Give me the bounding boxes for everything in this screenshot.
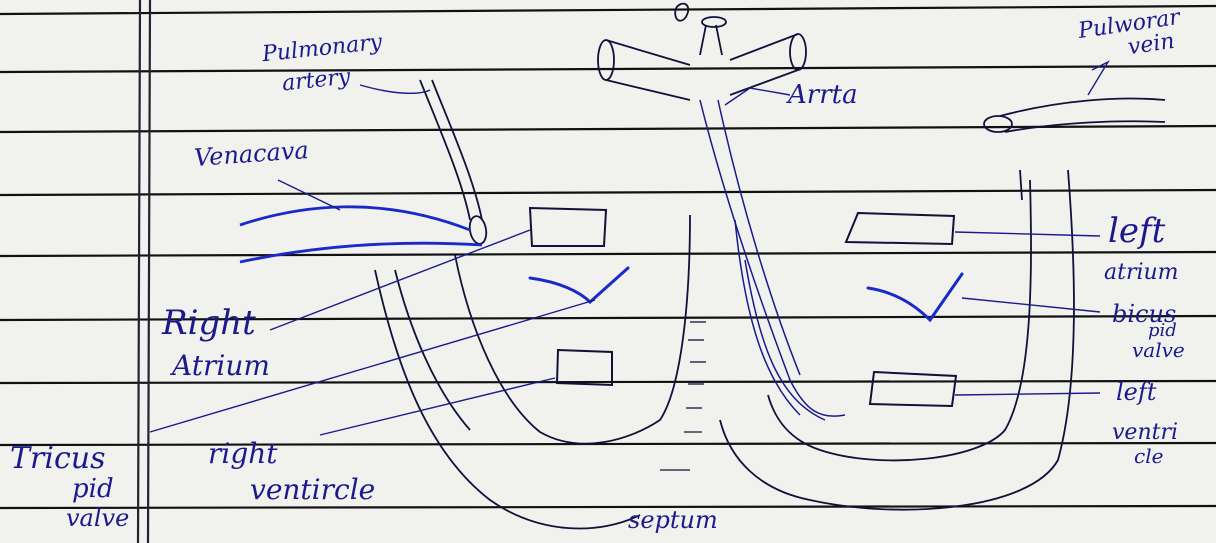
leader-vena-cava <box>277 179 341 211</box>
left-atrium-box <box>844 211 956 246</box>
aorta-right-branch-opening <box>789 33 807 71</box>
aorta-left-branch-opening <box>597 39 615 81</box>
leader-bicuspid <box>961 297 1101 313</box>
leader-tricuspid <box>149 299 596 433</box>
label-left-atrium-line2: atrium <box>1104 260 1179 285</box>
leader-left-atrium <box>954 231 1101 237</box>
left-ventricle-box <box>868 370 958 408</box>
left-inner-wall <box>1019 169 1023 201</box>
aorta-trunk-right <box>717 99 801 376</box>
label-septum: septum <box>628 506 718 534</box>
label-left-ventricle-line3: cle <box>1134 444 1164 468</box>
left-heart-walls <box>719 169 1075 511</box>
leader-lines <box>149 60 1110 436</box>
label-bicuspid-line3: valve <box>1132 338 1185 362</box>
label-bicuspid-line2: pid <box>1148 320 1177 341</box>
label-left-ventricle-line1: left <box>1116 378 1157 406</box>
aorta-top <box>597 2 807 101</box>
right-outer-wall <box>374 269 641 530</box>
tricuspid-valve-mark <box>528 266 630 305</box>
left-middle-wall <box>767 179 1032 462</box>
pulmonary-artery <box>419 79 488 245</box>
label-right-ventricle-line1: right <box>208 437 278 470</box>
septum-left <box>734 219 801 416</box>
label-left-ventricle-line2: ventri <box>1112 420 1179 445</box>
label-right-atrium-line1: Right <box>162 303 256 343</box>
label-right-atrium-line2: Atrium <box>172 349 270 382</box>
aorta-upper-stem <box>699 24 723 56</box>
chambers <box>528 206 958 408</box>
label-tricuspid-line2: pid <box>72 474 114 504</box>
leader-aorta <box>724 87 791 106</box>
left-outer-wall <box>719 169 1075 511</box>
right-ventricle-box <box>555 348 613 387</box>
septum-ticks <box>660 321 706 471</box>
leader-right-ventricle <box>319 377 556 436</box>
leader-pulmonary-artery <box>359 84 431 94</box>
leader-right-atrium <box>269 229 531 331</box>
label-tricuspid-line1: Tricus <box>10 441 106 476</box>
right-inner-wall <box>394 269 471 431</box>
label-vena-cava: Venacava <box>193 136 310 172</box>
leader-left-ventricle <box>954 392 1101 396</box>
label-right-ventricle-line2: ventircle <box>250 473 376 506</box>
right-atrium-box <box>528 206 608 247</box>
right-middle-wall <box>454 214 691 445</box>
bicuspid-valve-mark <box>866 272 964 323</box>
label-tricuspid-line3: valve <box>66 504 130 532</box>
aorta-trunk-left <box>699 99 846 417</box>
pulmonary-vein <box>983 97 1166 133</box>
label-bicuspid-line1: bicus <box>1112 300 1177 328</box>
leader-pulmonary-vein <box>1087 60 1110 96</box>
label-aorta: Arrta <box>788 80 858 110</box>
ruled-lines <box>0 4 1216 510</box>
septum-and-aorta <box>699 99 846 421</box>
right-heart-walls <box>374 214 691 530</box>
margin-line <box>136 0 152 543</box>
vena-cava <box>239 205 483 264</box>
septum-right <box>744 259 826 421</box>
label-left-atrium-line1: left <box>1108 211 1166 251</box>
